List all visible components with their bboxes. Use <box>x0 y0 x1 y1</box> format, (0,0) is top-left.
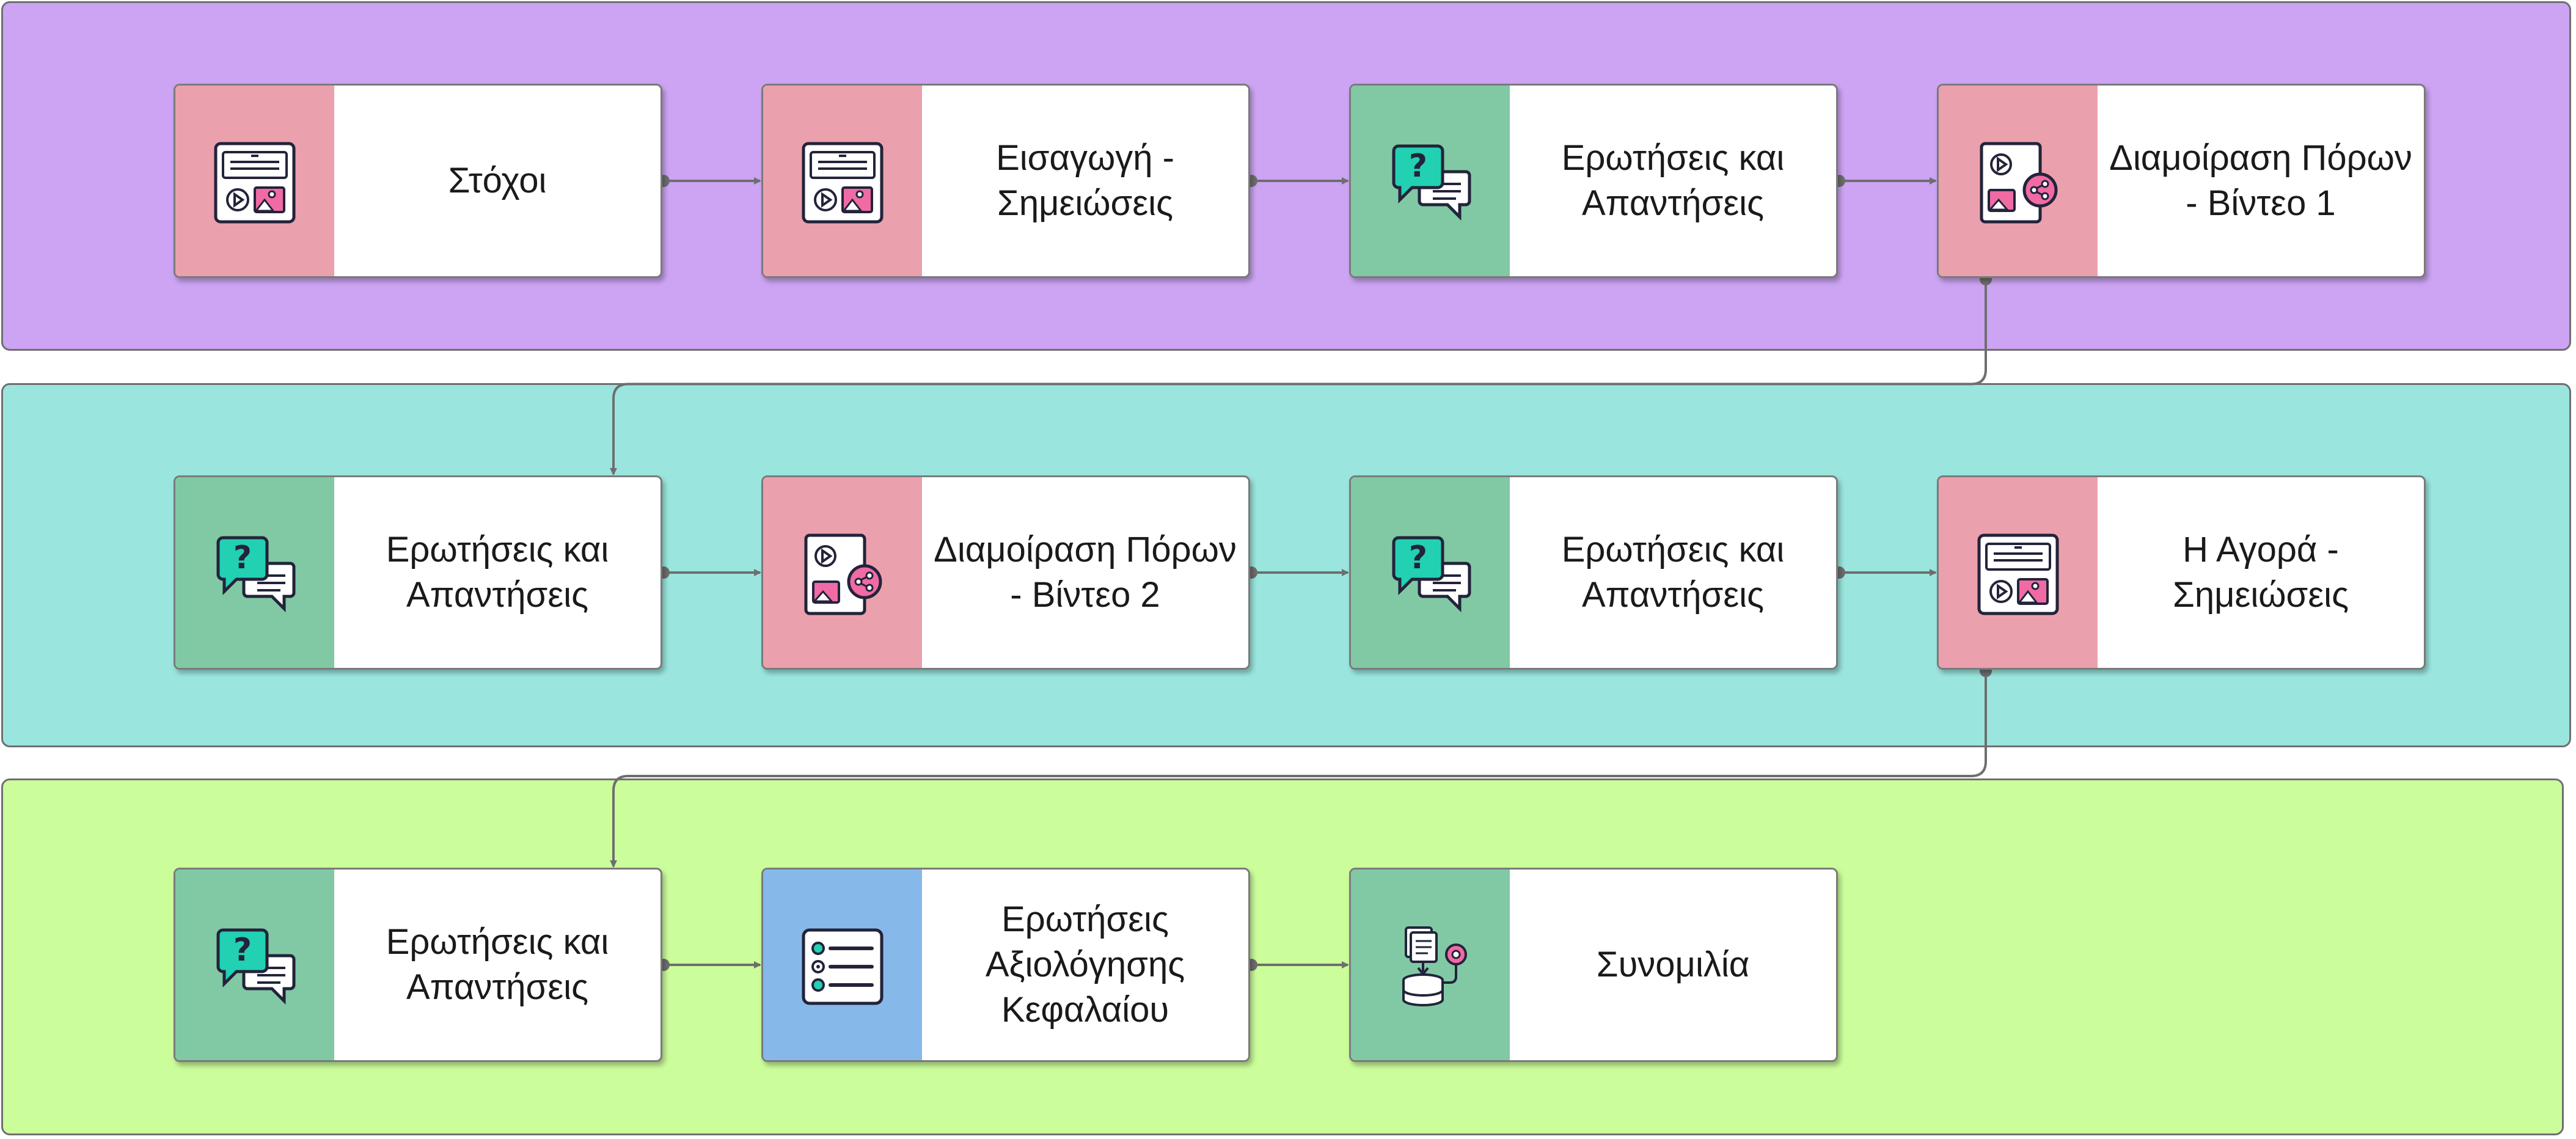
flow-node[interactable]: Διαμοίραση Πόρων - Βίντεο 2 <box>761 475 1250 670</box>
flow-node[interactable]: Η Αγορά - Σημειώσεις <box>1937 475 2426 670</box>
flow-node[interactable]: ? Ερωτήσεις και Απαντήσεις <box>174 475 662 670</box>
svg-text:?: ? <box>1409 148 1427 185</box>
node-color-band <box>763 86 922 276</box>
node-color-band: ? <box>1351 477 1510 668</box>
node-label: Ερωτήσεις και Απαντήσεις <box>386 922 609 1007</box>
node-color-band <box>175 86 334 276</box>
node-color-band: ? <box>1351 86 1510 276</box>
node-label: Συνομιλία <box>1596 945 1750 984</box>
node-label: Ερωτήσεις και Απαντήσεις <box>1561 138 1785 223</box>
node-label: Διαμοίραση Πόρων - Βίντεο 2 <box>934 530 1237 615</box>
node-color-band <box>1351 870 1510 1060</box>
share-media-icon <box>800 532 885 617</box>
database-chat-icon <box>1388 924 1473 1009</box>
node-label: Στόχοι <box>448 161 547 200</box>
flow-node[interactable]: Ερωτήσεις Αξιολόγησης Κεφαλαίου <box>761 868 1250 1062</box>
flow-node[interactable]: ? Ερωτήσεις και Απαντήσεις <box>174 868 662 1062</box>
chat-question-icon: ? <box>1388 140 1473 225</box>
node-label: Ερωτήσεις Αξιολόγησης Κεφαλαίου <box>985 899 1185 1030</box>
svg-text:?: ? <box>233 932 252 969</box>
checklist-icon <box>800 924 885 1009</box>
flow-node[interactable]: ? Ερωτήσεις και Απαντήσεις <box>1349 84 1838 278</box>
node-label: Ερωτήσεις και Απαντήσεις <box>1561 530 1785 615</box>
node-label: Διαμοίραση Πόρων - Βίντεο 1 <box>2109 138 2412 223</box>
node-label: Εισαγωγή - Σημειώσεις <box>996 138 1174 223</box>
node-color-band <box>763 870 922 1060</box>
document-media-icon <box>212 140 298 225</box>
node-label: Ερωτήσεις και Απαντήσεις <box>386 530 609 615</box>
flow-node[interactable]: ? Ερωτήσεις και Απαντήσεις <box>1349 475 1838 670</box>
node-color-band: ? <box>175 477 334 668</box>
flow-node[interactable]: Στόχοι <box>174 84 662 278</box>
flow-node[interactable]: Διαμοίραση Πόρων - Βίντεο 1 <box>1937 84 2426 278</box>
node-label: Η Αγορά - Σημειώσεις <box>2172 530 2349 615</box>
document-media-icon <box>1975 532 2061 617</box>
flow-node[interactable]: Συνομιλία <box>1349 868 1838 1062</box>
chat-question-icon: ? <box>212 532 298 617</box>
svg-text:?: ? <box>1409 540 1427 576</box>
connector-wrap-arrow <box>610 671 1987 868</box>
node-color-band: ? <box>175 870 334 1060</box>
node-color-band <box>1939 477 2098 668</box>
share-media-icon <box>1975 140 2061 225</box>
svg-text:?: ? <box>233 540 252 576</box>
document-media-icon <box>800 140 885 225</box>
chat-question-icon: ? <box>1388 532 1473 617</box>
flow-node[interactable]: Εισαγωγή - Σημειώσεις <box>761 84 1250 278</box>
chat-question-icon: ? <box>212 924 298 1009</box>
node-color-band <box>763 477 922 668</box>
connector-wrap-arrow <box>610 279 1987 475</box>
node-color-band <box>1939 86 2098 276</box>
